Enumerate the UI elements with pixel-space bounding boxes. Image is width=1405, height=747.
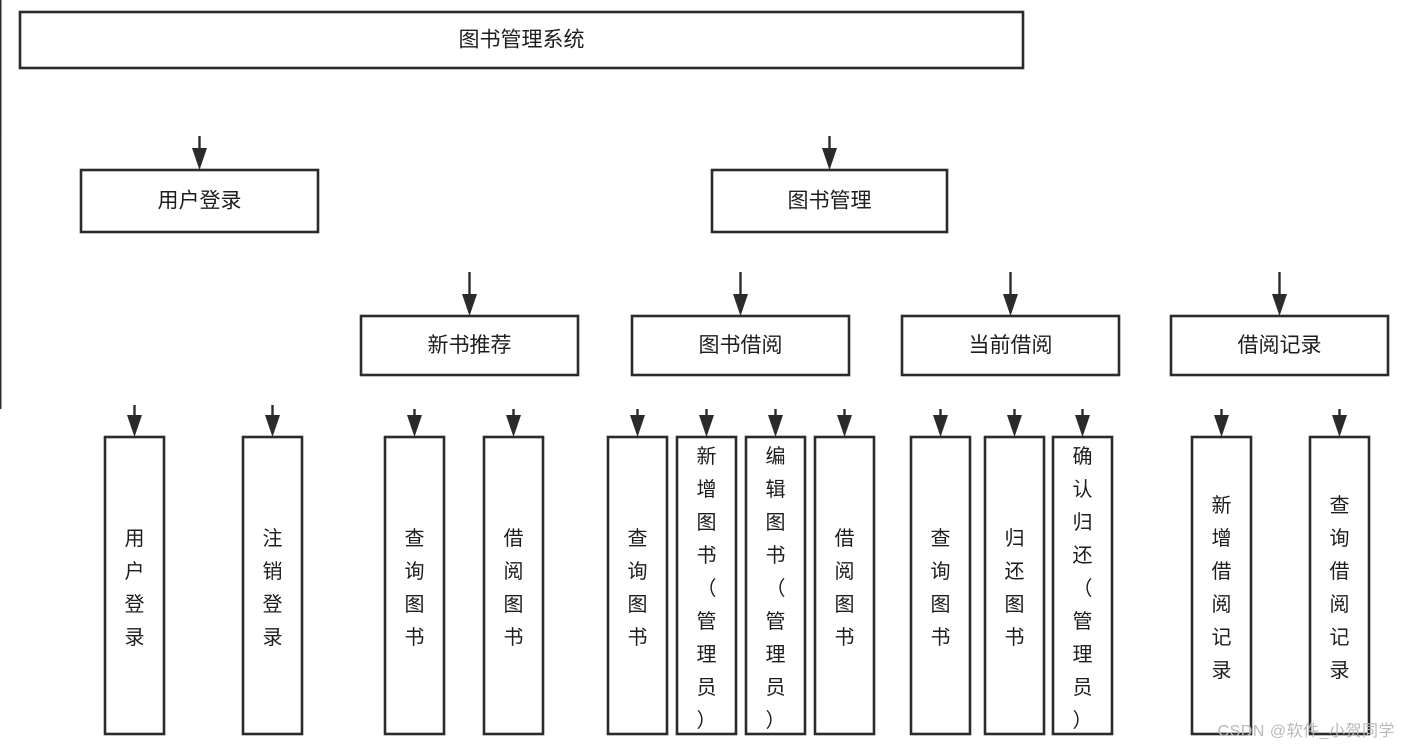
node-label-leaf-logout: 注销登录: [263, 527, 283, 649]
node-box-leaf-user-login[interactable]: [103, 435, 166, 736]
node-box-leaf-add-borrow-record[interactable]: [1190, 435, 1253, 736]
leafgrp-current-borrow-arrow-2: [1075, 415, 1090, 437]
node-leaf-query-borrow-record[interactable]: 查询借阅记录: [1308, 435, 1371, 736]
leafgrp-borrow-record-arrow-1: [1332, 415, 1347, 437]
node-label-root: 图书管理系统: [459, 29, 585, 52]
node-boxes: 图书管理系统用户登录图书管理新书推荐图书借阅当前借阅借阅记录用户登录注销登录查询…: [18, 10, 1390, 736]
leafgrp-book-borrow-arrow-0: [630, 415, 645, 437]
node-current-borrow[interactable]: 当前借阅: [900, 314, 1121, 377]
node-leaf-confirm-return-admin[interactable]: 确认归还（管理员）: [1051, 435, 1114, 736]
node-label-leaf-confirm-return-admin: 确认归还（管理员）: [1073, 445, 1093, 732]
node-box-user-login[interactable]: [79, 168, 320, 234]
node-label-leaf-query-book-borrow: 查询图书: [628, 527, 648, 649]
bookmanage-to-l3-arrow-3: [1272, 294, 1287, 316]
leafgrp-new-book-recommend-arrow-1: [506, 415, 521, 437]
leafgrp-user-login-arrow-0: [127, 415, 142, 437]
node-label-leaf-borrow-book: 借阅图书: [835, 527, 855, 649]
node-box-leaf-edit-book-admin[interactable]: [744, 435, 807, 736]
node-book-manage[interactable]: 图书管理: [710, 168, 949, 234]
node-leaf-query-book-borrow[interactable]: 查询图书: [606, 435, 669, 736]
node-leaf-query-book-current[interactable]: 查询图书: [909, 435, 972, 736]
node-label-user-login: 用户登录: [158, 190, 242, 213]
leafgrp-borrow-record-arrow-0: [1214, 415, 1229, 437]
node-leaf-edit-book-admin[interactable]: 编辑图书（管理员）: [744, 435, 807, 736]
node-label-new-book-recommend: 新书推荐: [428, 334, 512, 357]
node-box-borrow-record[interactable]: [1169, 314, 1390, 377]
node-book-borrow[interactable]: 图书借阅: [630, 314, 851, 377]
node-leaf-query-book-recommend[interactable]: 查询图书: [383, 435, 446, 736]
leafgrp-new-book-recommend-arrow-0: [407, 415, 422, 437]
node-box-leaf-query-book-recommend[interactable]: [383, 435, 446, 736]
node-label-leaf-user-login: 用户登录: [125, 528, 145, 649]
node-label-leaf-borrow-book-recommend: 借阅图书: [504, 527, 524, 649]
node-box-leaf-confirm-return-admin[interactable]: [1051, 435, 1114, 736]
csdn-watermark: CSDN @软件_小贺同学: [1217, 723, 1395, 740]
node-label-leaf-query-book-recommend: 查询图书: [405, 527, 425, 649]
node-label-leaf-return-book: 归还图书: [1005, 527, 1025, 649]
node-box-leaf-add-book-admin[interactable]: [675, 435, 738, 736]
node-box-book-borrow[interactable]: [630, 314, 851, 377]
node-leaf-add-borrow-record[interactable]: 新增借阅记录: [1190, 435, 1253, 736]
node-leaf-add-book-admin[interactable]: 新增图书（管理员）: [675, 435, 738, 736]
node-label-leaf-edit-book-admin: 编辑图书（管理员）: [766, 445, 786, 732]
node-leaf-logout[interactable]: 注销登录: [241, 435, 304, 736]
node-label-book-borrow: 图书借阅: [699, 334, 783, 357]
node-leaf-user-login[interactable]: 用户登录: [103, 435, 166, 736]
leafgrp-current-borrow-arrow-0: [933, 415, 948, 437]
node-box-current-borrow[interactable]: [900, 314, 1121, 377]
leafgrp-book-borrow-arrow-3: [837, 415, 852, 437]
bookmanage-to-l3-arrow-1: [733, 294, 748, 316]
node-new-book-recommend[interactable]: 新书推荐: [359, 314, 580, 377]
node-box-new-book-recommend[interactable]: [359, 314, 580, 377]
node-user-login[interactable]: 用户登录: [79, 168, 320, 234]
node-leaf-borrow-book[interactable]: 借阅图书: [813, 435, 876, 736]
node-label-book-manage: 图书管理: [788, 190, 872, 213]
bookmanage-to-l3-arrow-0: [462, 294, 477, 316]
node-borrow-record[interactable]: 借阅记录: [1169, 314, 1390, 377]
node-box-root[interactable]: [18, 10, 1025, 70]
node-box-leaf-return-book[interactable]: [983, 435, 1046, 736]
node-box-book-manage[interactable]: [710, 168, 949, 234]
node-leaf-borrow-book-recommend[interactable]: 借阅图书: [482, 435, 545, 736]
node-box-leaf-borrow-book-recommend[interactable]: [482, 435, 545, 736]
node-box-leaf-query-book-current[interactable]: [909, 435, 972, 736]
node-leaf-return-book[interactable]: 归还图书: [983, 435, 1046, 736]
leafgrp-current-borrow-arrow-1: [1007, 415, 1022, 437]
node-label-leaf-add-borrow-record: 新增借阅记录: [1212, 494, 1232, 682]
node-root[interactable]: 图书管理系统: [18, 10, 1025, 70]
node-box-leaf-query-borrow-record[interactable]: [1308, 435, 1371, 736]
node-label-leaf-query-book-current: 查询图书: [931, 527, 951, 649]
node-label-borrow-record: 借阅记录: [1238, 334, 1322, 357]
node-label-leaf-add-book-admin: 新增图书（管理员）: [697, 445, 717, 732]
node-box-leaf-borrow-book[interactable]: [813, 435, 876, 736]
leafgrp-book-borrow-arrow-1: [699, 415, 714, 437]
connector-lines: [0, 0, 1347, 437]
node-label-current-borrow: 当前借阅: [969, 334, 1053, 357]
node-box-leaf-query-book-borrow[interactable]: [606, 435, 669, 736]
leafgrp-user-login-arrow-1: [265, 415, 280, 437]
node-label-leaf-query-borrow-record: 查询借阅记录: [1330, 494, 1350, 682]
leafgrp-book-borrow-arrow-2: [768, 415, 783, 437]
root-to-l2-arrow-1: [822, 148, 837, 170]
root-to-l2-arrow-0: [192, 148, 207, 170]
bookmanage-to-l3-arrow-2: [1003, 294, 1018, 316]
node-box-leaf-logout[interactable]: [241, 435, 304, 736]
